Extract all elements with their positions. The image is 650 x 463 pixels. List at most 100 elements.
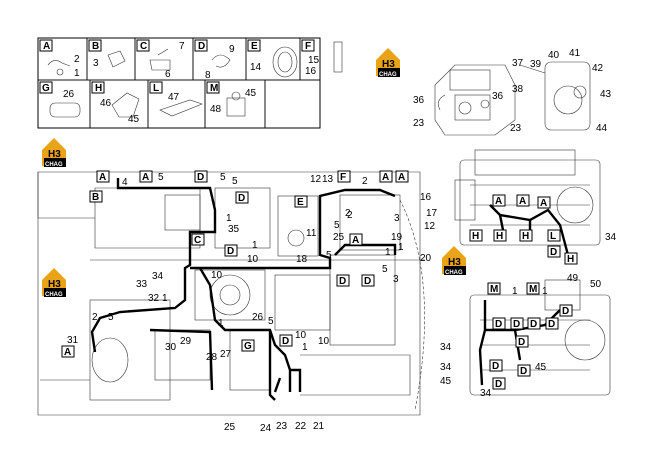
svg-text:2: 2	[362, 176, 368, 187]
legend-letter: A	[43, 41, 50, 52]
svg-text:H: H	[567, 254, 574, 265]
svg-text:10: 10	[211, 270, 223, 281]
svg-text:1: 1	[302, 342, 308, 353]
svg-text:CHAG: CHAG	[379, 72, 397, 78]
svg-text:47: 47	[168, 92, 180, 103]
svg-text:G: G	[42, 83, 50, 94]
legend-cell-b: B 3	[88, 39, 126, 69]
main-view-letter-labels: A B A D D C D E F A A A D D D A G	[61, 170, 409, 358]
svg-text:D: D	[530, 319, 537, 330]
svg-text:L: L	[153, 83, 159, 94]
svg-text:12: 12	[310, 174, 322, 185]
svg-text:D: D	[518, 337, 525, 348]
svg-text:16: 16	[305, 66, 317, 77]
svg-text:10: 10	[295, 330, 307, 341]
svg-text:E: E	[297, 197, 304, 208]
svg-text:CHAG: CHAG	[445, 270, 463, 276]
svg-text:A: A	[398, 172, 405, 183]
svg-text:2: 2	[345, 208, 351, 219]
svg-text:28: 28	[206, 352, 218, 363]
svg-text:1: 1	[512, 286, 518, 297]
svg-text:3: 3	[93, 58, 99, 69]
svg-text:A: A	[519, 196, 526, 207]
legend-cell-d: D 9 8	[194, 39, 235, 81]
svg-text:49: 49	[567, 273, 579, 284]
svg-text:23: 23	[276, 421, 288, 432]
fuel-pump-detail: 36 36 23 23	[413, 64, 522, 136]
svg-text:CHAG: CHAG	[45, 162, 63, 168]
svg-text:8: 8	[205, 70, 211, 81]
svg-text:B: B	[92, 41, 99, 52]
svg-text:H: H	[522, 231, 529, 242]
svg-text:45: 45	[128, 114, 140, 125]
svg-text:34: 34	[152, 271, 164, 282]
svg-text:D: D	[550, 247, 557, 258]
svg-text:B: B	[92, 192, 99, 203]
legend-cell-m: M 48 45	[206, 81, 257, 117]
svg-text:M: M	[529, 284, 537, 295]
svg-text:1: 1	[218, 318, 224, 329]
svg-text:10: 10	[247, 254, 259, 265]
chag-logo-icon: H3 CHAG	[442, 246, 466, 276]
governor-detail: 37 39 38 40 41 42 43 44	[512, 48, 612, 134]
legend-grid: A 2 1 B 3 C 7 6 D 9 8 E	[37, 37, 343, 129]
svg-text:50: 50	[590, 279, 602, 290]
chag-logo-icon: H3 CHAG	[42, 268, 66, 298]
svg-text:D: D	[197, 172, 204, 183]
svg-text:H: H	[496, 231, 503, 242]
legend-cell-h: H 46 45	[91, 81, 140, 125]
svg-text:L: L	[550, 231, 556, 242]
svg-text:24: 24	[260, 423, 272, 434]
svg-text:D: D	[562, 306, 569, 317]
svg-text:D: D	[198, 41, 205, 52]
svg-text:17: 17	[426, 208, 438, 219]
svg-text:H3: H3	[448, 257, 461, 268]
svg-text:D: D	[238, 193, 245, 204]
svg-text:27: 27	[220, 349, 232, 360]
svg-text:1: 1	[226, 213, 232, 224]
svg-text:34: 34	[440, 362, 452, 373]
svg-text:M: M	[210, 83, 218, 94]
svg-text:39: 39	[530, 59, 542, 70]
svg-text:2: 2	[92, 312, 98, 323]
svg-text:15: 15	[308, 55, 320, 66]
chag-logo-icon: H3 CHAG	[376, 48, 400, 78]
svg-text:5: 5	[108, 312, 114, 323]
svg-text:40: 40	[548, 50, 560, 61]
legend-cell-e: E 14	[247, 39, 298, 78]
svg-text:48: 48	[210, 104, 222, 115]
svg-text:35: 35	[228, 224, 240, 235]
svg-text:25: 25	[333, 232, 345, 243]
svg-text:36: 36	[413, 95, 425, 106]
svg-text:D: D	[364, 276, 371, 287]
svg-text:34: 34	[480, 388, 492, 399]
svg-text:C: C	[140, 41, 147, 52]
svg-text:D: D	[339, 276, 346, 287]
legend-cell-a: A 2 1	[39, 39, 80, 79]
svg-text:1: 1	[162, 293, 168, 304]
svg-text:34: 34	[440, 342, 452, 353]
svg-text:D: D	[227, 246, 234, 257]
svg-text:D: D	[513, 319, 520, 330]
svg-text:F: F	[340, 172, 346, 183]
svg-text:31: 31	[67, 335, 79, 346]
svg-text:29: 29	[180, 336, 192, 347]
svg-text:6: 6	[165, 69, 171, 80]
svg-text:38: 38	[512, 84, 524, 95]
svg-text:1: 1	[398, 242, 404, 253]
svg-text:G: G	[244, 341, 252, 352]
svg-text:A: A	[352, 235, 359, 246]
svg-text:1: 1	[542, 286, 548, 297]
svg-text:D: D	[548, 319, 555, 330]
svg-text:H3: H3	[48, 279, 61, 290]
svg-text:26: 26	[252, 312, 264, 323]
legend-cell-g: G 26	[39, 81, 81, 118]
svg-text:5: 5	[220, 172, 226, 183]
svg-text:33: 33	[136, 279, 148, 290]
svg-text:1: 1	[385, 247, 391, 258]
svg-text:30: 30	[165, 342, 177, 353]
svg-text:D: D	[495, 379, 502, 390]
svg-text:42: 42	[592, 63, 604, 74]
svg-text:32: 32	[148, 293, 160, 304]
